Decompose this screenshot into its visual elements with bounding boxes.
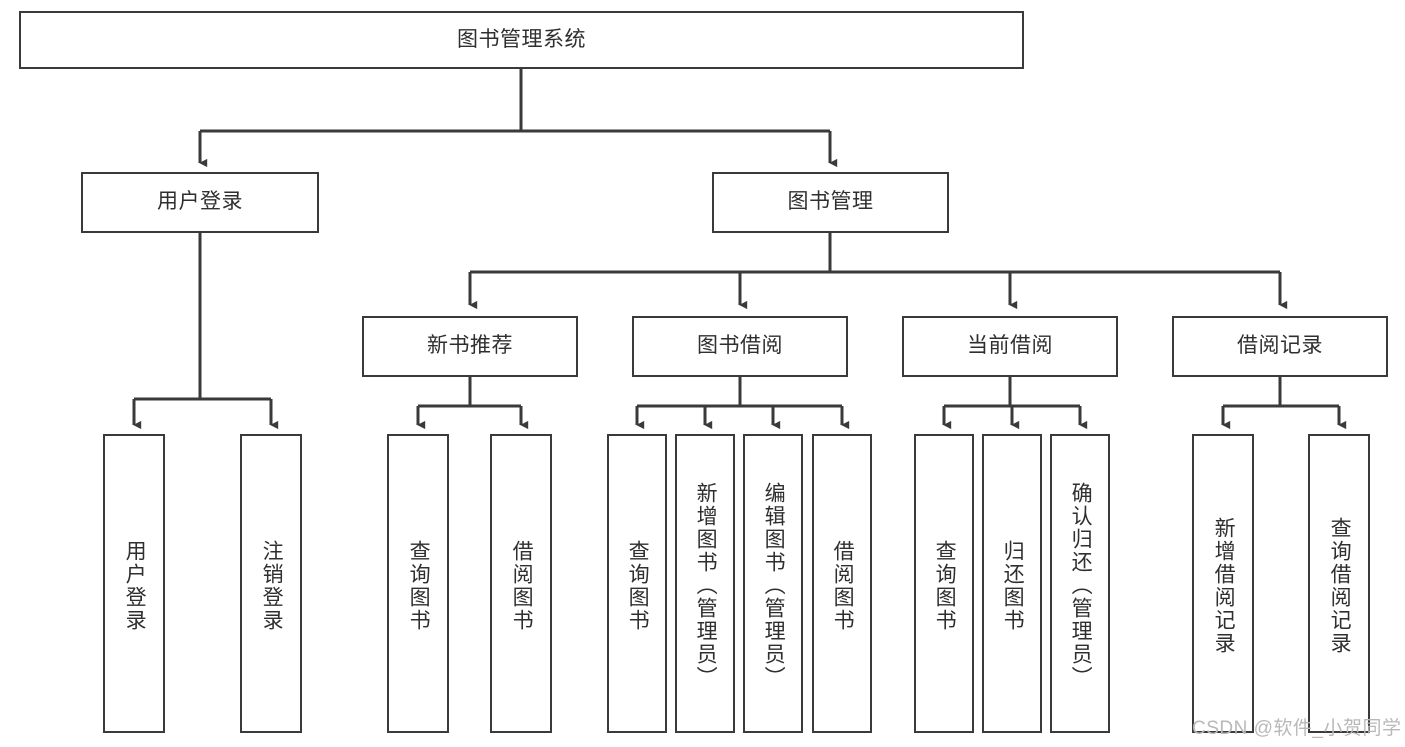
node-book-borrow[interactable]: 图书借阅 — [632, 316, 848, 377]
node-user-login[interactable]: 用户登录 — [81, 172, 319, 233]
node-label: 归还图书 — [1001, 539, 1025, 632]
node-label: 注销登录 — [260, 539, 284, 632]
node-label: 借阅图书 — [510, 539, 534, 632]
node-label: 当前借阅 — [967, 334, 1053, 358]
node-new-book-recommend[interactable]: 新书推荐 — [362, 316, 578, 377]
node-root-book-management-system[interactable]: 图书管理系统 — [19, 11, 1024, 69]
watermark: CSDN @软件_小贺同学 — [1192, 718, 1402, 739]
node-label: 编辑图书（管理员） — [762, 482, 786, 689]
leaf-logout-login[interactable]: 注销登录 — [240, 434, 302, 733]
leaf-query-record[interactable]: 查询借阅记录 — [1308, 434, 1370, 733]
node-label: 图书管理 — [787, 190, 874, 214]
leaf-query-book-1[interactable]: 查询图书 — [387, 434, 449, 733]
node-label: 查询图书 — [407, 539, 431, 632]
leaf-add-book[interactable]: 新增图书（管理员） — [675, 434, 735, 733]
node-label: 查询图书 — [933, 539, 957, 632]
node-label: 新增图书（管理员） — [694, 482, 718, 689]
node-label: 查询图书 — [626, 539, 650, 632]
node-label: 确认归还（管理员） — [1069, 482, 1093, 689]
node-book-management[interactable]: 图书管理 — [712, 172, 949, 233]
node-label: 新增借阅记录 — [1212, 516, 1236, 655]
leaf-query-book-3[interactable]: 查询图书 — [914, 434, 974, 733]
node-label: 新书推荐 — [427, 334, 513, 358]
leaf-edit-book[interactable]: 编辑图书（管理员） — [743, 434, 803, 733]
node-label: 用户登录 — [157, 190, 243, 214]
node-current-borrow[interactable]: 当前借阅 — [902, 316, 1118, 377]
leaf-add-record[interactable]: 新增借阅记录 — [1192, 434, 1254, 733]
node-borrow-record[interactable]: 借阅记录 — [1172, 316, 1388, 377]
node-label: 借阅图书 — [831, 539, 855, 632]
leaf-query-book-2[interactable]: 查询图书 — [607, 434, 667, 733]
leaf-return-book[interactable]: 归还图书 — [982, 434, 1042, 733]
node-label: 查询借阅记录 — [1328, 516, 1352, 655]
leaf-confirm-return[interactable]: 确认归还（管理员） — [1050, 434, 1110, 733]
leaf-borrow-book-1[interactable]: 借阅图书 — [490, 434, 552, 733]
node-label: 图书管理系统 — [457, 27, 586, 51]
leaf-borrow-book-2[interactable]: 借阅图书 — [812, 434, 872, 733]
leaf-user-login[interactable]: 用户登录 — [103, 434, 165, 733]
node-label: 图书借阅 — [697, 334, 783, 358]
node-label: 用户登录 — [123, 539, 147, 632]
node-label: 借阅记录 — [1237, 334, 1323, 358]
